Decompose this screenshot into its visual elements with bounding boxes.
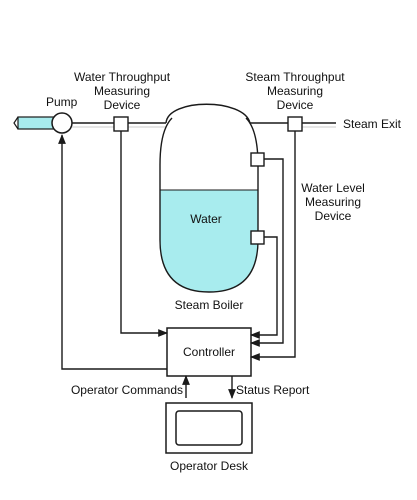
steam-throughput-label-1: Steam Throughput [245,70,345,84]
water-throughput-label-1: Water Throughput [74,70,171,84]
signal-steam-throughput [250,131,296,361]
pump [51,112,73,134]
boiler-water [160,190,258,292]
water-level-sensor-lower [250,230,265,245]
controller-box [166,327,252,377]
operator-desk-label: Operator Desk [170,459,249,473]
water-level-label-3: Device [315,209,352,223]
steam-exit-label: Steam Exit [343,117,402,131]
operator-commands-label: Operator Commands [71,383,183,397]
steam-boiler-label: Steam Boiler [175,298,244,312]
water-throughput-label-2: Measuring [94,84,150,98]
water-throughput-label-3: Device [104,98,141,112]
operator-desk-screen [175,410,243,446]
operator-desk [165,402,253,454]
inlet-pipe [13,116,55,130]
water-level-label-2: Measuring [305,195,361,209]
signal-water-throughput [120,131,168,337]
boiler-dome [165,103,251,124]
water-level-label-1: Water Level [301,181,365,195]
water-level-sensor-upper [250,152,265,167]
signal-level-lower [250,236,278,339]
steam-throughput-label-3: Device [277,98,314,112]
signal-level-upper [250,158,284,347]
steam-boiler [159,117,259,293]
pump-icon [51,112,73,134]
steam-throughput-label-2: Measuring [267,84,323,98]
pump-label: Pump [46,95,78,109]
water-label: Water [190,212,222,226]
steam-throughput-device [287,116,303,132]
controller-label: Controller [183,345,235,359]
signal-pump-control [58,134,167,370]
status-report-label: Status Report [236,383,310,397]
water-throughput-device [113,116,129,132]
